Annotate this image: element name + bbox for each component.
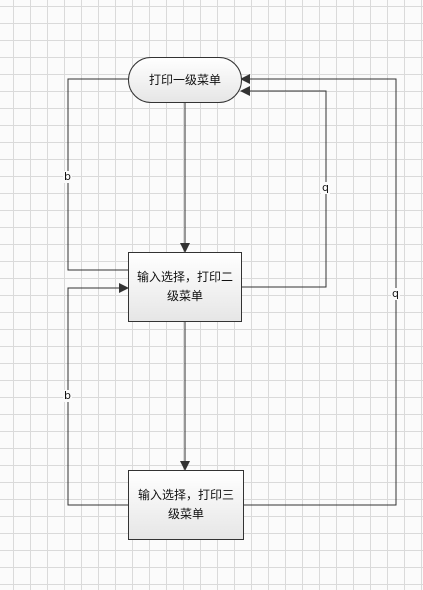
node-select-print-level3-menu: 输入选择，打印三级菜单 [128, 470, 244, 540]
edge-label-quit: q [321, 181, 330, 194]
edge-label-back: b [63, 389, 72, 402]
node-select-print-level2-menu: 输入选择，打印二级菜单 [128, 252, 242, 322]
edge-menu3-quit-to-menu1 [240, 74, 397, 506]
node-print-level1-menu: 打印一级菜单 [128, 57, 242, 103]
edge-menu2-quit-to-menu1 [240, 86, 327, 288]
edge-menu3-back-to-menu2 [67, 283, 129, 506]
node-label: 输入选择，打印三级菜单 [137, 488, 234, 521]
edge-label-quit: q [391, 287, 400, 300]
edge-label-back: b [63, 170, 72, 183]
node-label: 打印一级菜单 [148, 72, 221, 87]
edge-menu2-back-to-menu1 [67, 74, 140, 271]
node-label: 输入选择，打印二级菜单 [136, 270, 233, 303]
